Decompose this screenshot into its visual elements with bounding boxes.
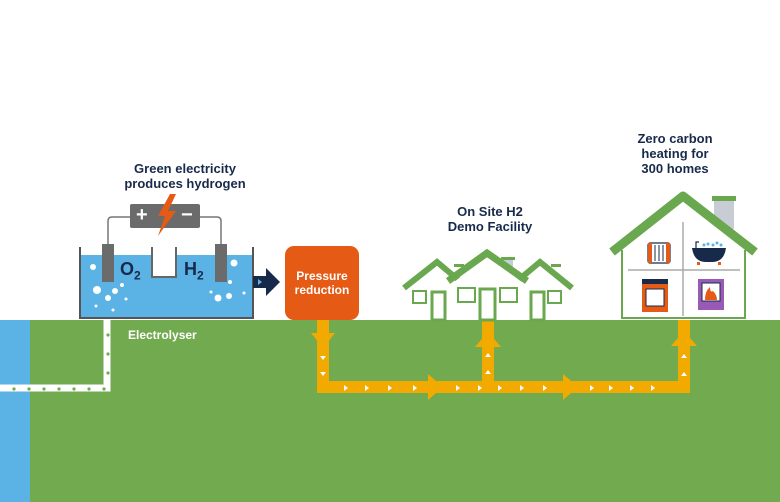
label-line: Green electricity xyxy=(134,161,236,176)
lightning-bolt-icon xyxy=(158,194,176,236)
gas-symbol: H xyxy=(184,259,197,279)
gas-subscript: 2 xyxy=(134,268,141,283)
label-line: reduction xyxy=(294,283,350,297)
label-line: Zero carbon xyxy=(637,131,713,146)
oven-icon xyxy=(642,279,668,312)
label-line: 300 homes xyxy=(641,161,709,176)
label-line: produces hydrogen xyxy=(124,176,246,191)
battery-icon xyxy=(130,194,200,236)
pressure-reduction-box: Pressure reduction xyxy=(285,246,359,320)
label-line: On Site H2 xyxy=(457,204,523,219)
demo-facility-houses xyxy=(402,248,574,322)
cathode xyxy=(215,244,227,282)
water-source xyxy=(0,320,30,502)
label-line: heating for xyxy=(641,146,709,161)
label-line: Pressure xyxy=(296,269,348,283)
gas-symbol: O xyxy=(120,259,135,279)
zero-carbon-house xyxy=(609,191,758,320)
electrolyser-label: Electrolyser xyxy=(128,328,197,342)
hydrogen-label: H2 xyxy=(184,259,204,283)
gas-subscript: 2 xyxy=(197,268,204,283)
gas-distribution-pipes xyxy=(311,320,697,400)
ground xyxy=(0,320,780,502)
water-intake-pipe xyxy=(0,320,111,392)
fireplace-icon xyxy=(698,279,724,310)
bathtub-icon xyxy=(692,241,726,265)
label-line: Demo Facility xyxy=(447,219,533,234)
battery-plus: + xyxy=(136,204,148,226)
electrolyser-tank xyxy=(79,216,254,319)
oxygen-label: O2 xyxy=(120,259,141,283)
hydrogen-flow-arrow xyxy=(253,268,280,296)
green-electricity-label: Green electricity produces hydrogen xyxy=(95,161,275,191)
demo-facility-label: On Site H2 Demo Facility xyxy=(415,204,565,234)
battery-minus: − xyxy=(181,204,193,226)
zero-carbon-label: Zero carbon heating for 300 homes xyxy=(610,131,740,176)
radiator-icon xyxy=(647,242,671,264)
anode xyxy=(102,244,114,282)
house-center xyxy=(445,248,530,322)
